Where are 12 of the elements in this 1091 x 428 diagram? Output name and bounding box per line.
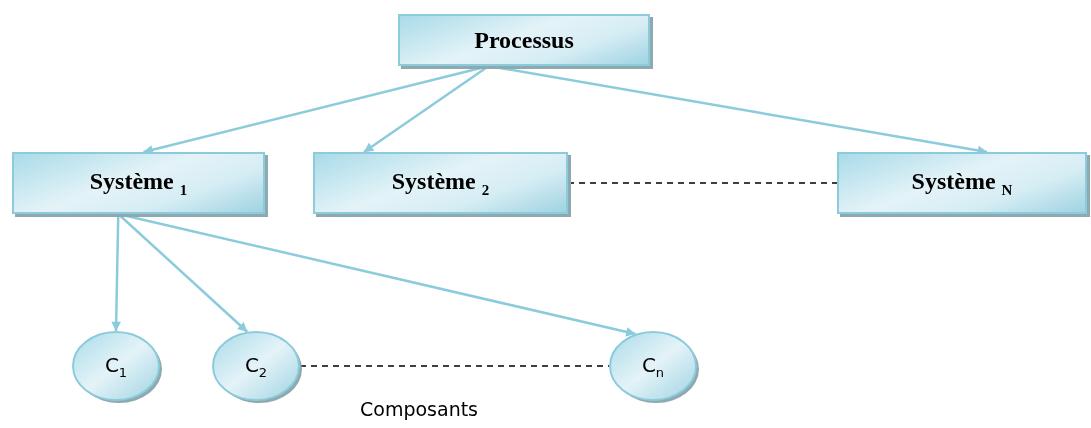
component-label: C$_{1}$	[103, 352, 129, 380]
system-box	[313, 152, 568, 214]
box-label: Système $_{1}$	[89, 167, 188, 199]
system-box	[12, 152, 265, 214]
system-box	[398, 14, 650, 66]
component-label: C$_{2}$	[243, 352, 269, 380]
box-label: Processus	[474, 26, 574, 54]
system-box	[837, 152, 1087, 214]
box-label: Système $_{N}$	[911, 167, 1013, 199]
group-label: Composants	[360, 398, 479, 420]
component-label: C$_{n}$	[640, 352, 666, 380]
box-label: Système $_{2}$	[391, 167, 490, 199]
